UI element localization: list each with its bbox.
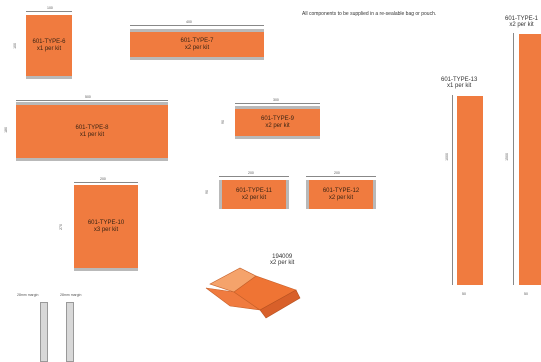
dim-width-type11: 200 (248, 171, 254, 175)
part-qty: x2 per kit (241, 194, 267, 201)
part-qty: x3 per kit (93, 226, 119, 233)
packaging-note: All components to be supplied in a re-se… (302, 11, 437, 17)
dim-width-type6: 100 (47, 6, 53, 10)
dim-width-type10: 200 (100, 177, 106, 181)
dim-line (26, 11, 72, 12)
dim-height-type8: 180 (3, 127, 8, 133)
label-194009: 194009 x2 per kit (270, 254, 294, 266)
part-qty: x2 per kit (509, 22, 534, 28)
part-name: 601-TYPE-12 (322, 187, 360, 194)
dim-line (513, 33, 514, 285)
part-qty: x2 per kit (265, 122, 290, 129)
dim-line (306, 176, 376, 177)
dim-line (16, 100, 168, 101)
dim-line (130, 25, 264, 26)
part-name: 601-TYPE-6 (32, 38, 66, 45)
part-194009-illustration (205, 267, 301, 319)
part-qty: x1 per kit (79, 131, 105, 138)
dim-width-type7: 400 (186, 20, 192, 24)
label-601-type-13: 601-TYPE-13 x1 per kit (441, 77, 477, 89)
dim-line (219, 176, 289, 177)
label-601-type-1: 601-TYPE-1 x2 per kit (505, 16, 538, 28)
clip-label-right: 28mm margin (60, 293, 82, 297)
part-name: 601-TYPE-10 (87, 219, 125, 226)
part-601-type-13 (457, 96, 483, 285)
part-name: 601-TYPE-13 (441, 77, 478, 83)
part-qty: x2 per kit (328, 194, 354, 201)
part-name: 601-TYPE-1 (505, 16, 539, 22)
dim-width-type9: 300 (273, 98, 279, 102)
dim-width-type13: 50 (462, 292, 466, 296)
part-name: 601-TYPE-9 (260, 115, 294, 122)
part-name: 601-TYPE-11 (236, 187, 272, 194)
dim-width-type8: 500 (85, 95, 91, 99)
dim-line (452, 95, 453, 285)
dim-height-type11: 90 (204, 190, 209, 194)
clip-strip-left (40, 302, 48, 362)
part-name: 194009 (272, 254, 293, 260)
part-qty: x1 per kit (447, 83, 472, 89)
part-qty: x2 per kit (184, 44, 210, 51)
part-name: 601-TYPE-7 (180, 37, 214, 44)
clip-strip-right (66, 302, 74, 362)
clip-label-left: 28mm margin (17, 293, 39, 297)
part-qty: x2 per kit (270, 260, 295, 266)
dim-line (74, 182, 138, 183)
dim-height-type1: 1500 (504, 153, 509, 161)
part-qty: x1 per kit (36, 45, 62, 52)
dim-height-type9: 90 (220, 120, 225, 124)
dim-height-type10: 270 (58, 224, 63, 230)
dim-line (235, 103, 320, 104)
part-601-type-1 (519, 34, 541, 285)
dim-width-type12: 200 (334, 171, 340, 175)
dim-width-type1: 50 (524, 292, 528, 296)
dim-height-type13: 1000 (444, 153, 449, 161)
dim-height-type6: 100 (12, 43, 17, 49)
part-name: 601-TYPE-8 (75, 124, 109, 131)
